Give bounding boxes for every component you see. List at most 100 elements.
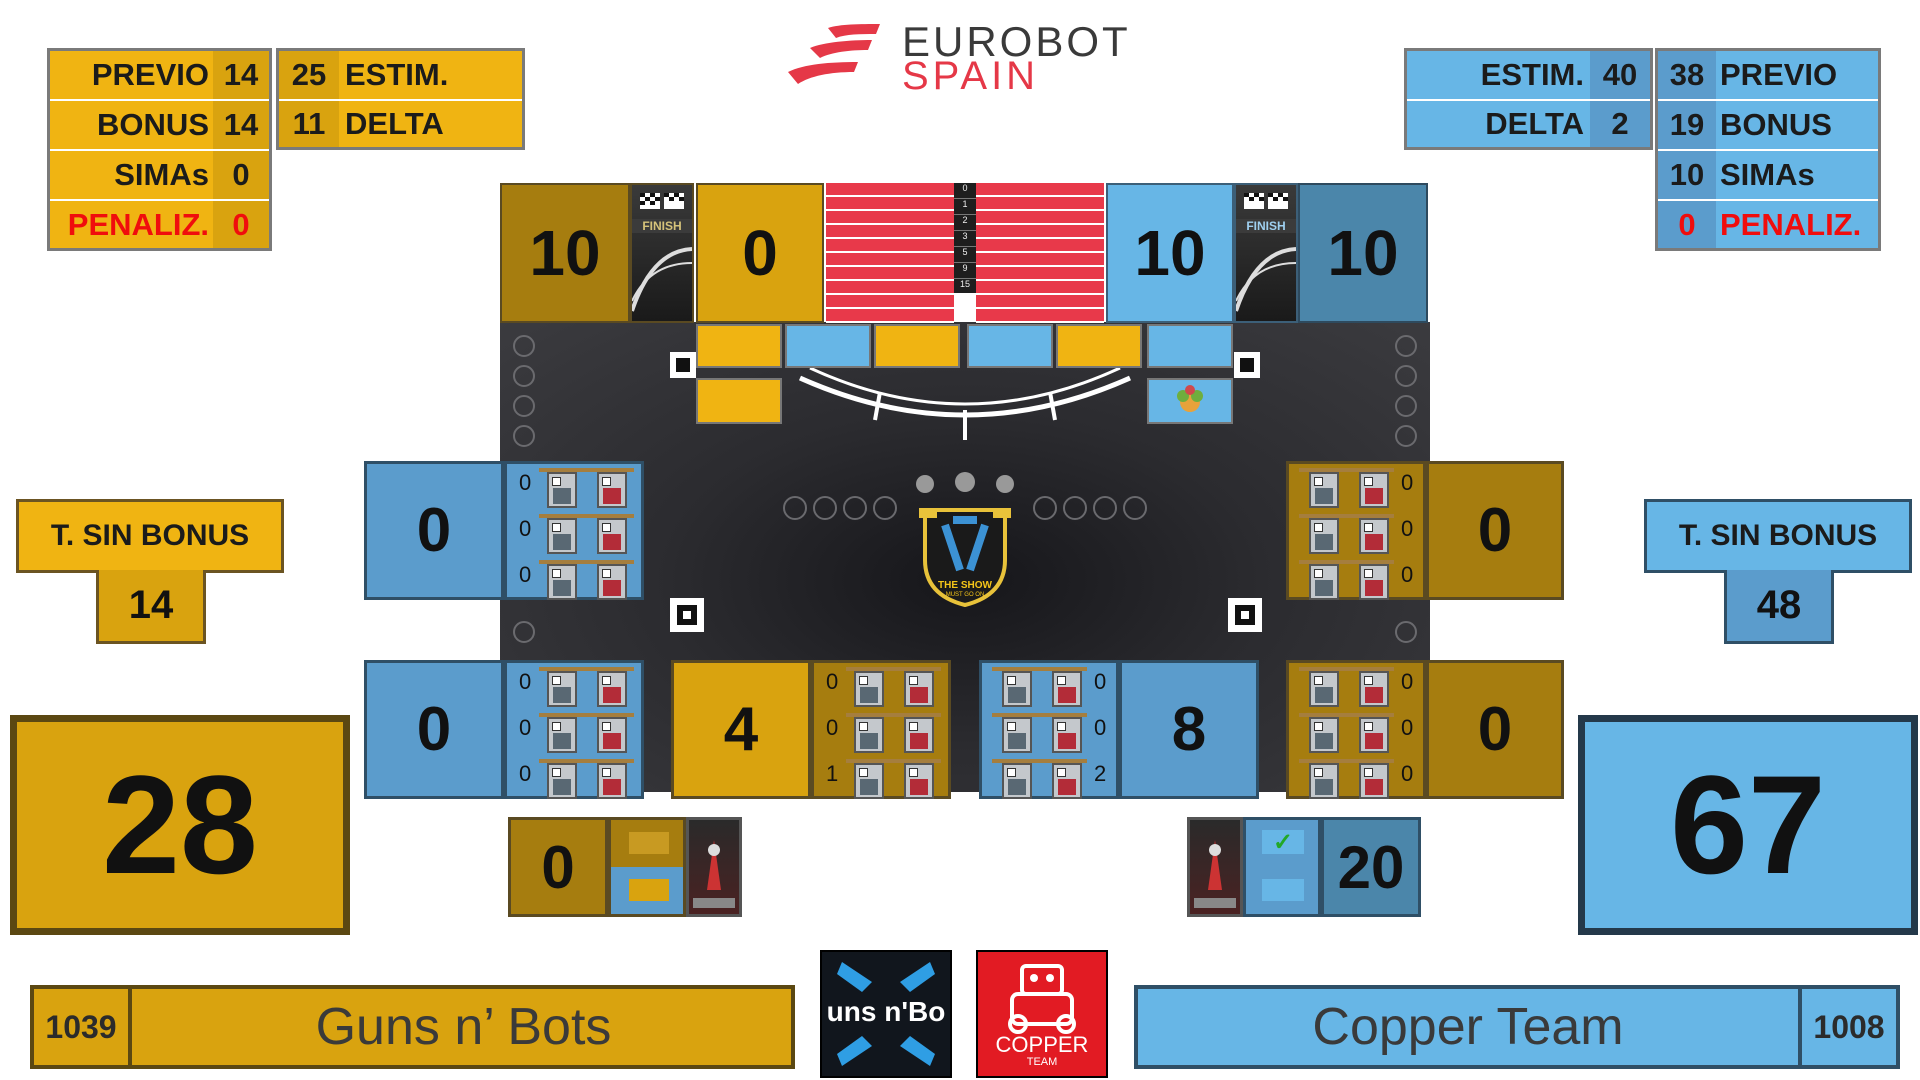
stack-icon: [854, 717, 884, 753]
right-penal-label: PENALIZ.: [1716, 201, 1878, 248]
left-tsin-label-box: T. SIN BONUS: [16, 499, 284, 573]
rack-count: 0: [519, 715, 532, 740]
right-estim-label: ESTIM.: [1407, 51, 1590, 99]
stack-icon: [547, 518, 577, 554]
ladder-step: 15: [959, 279, 970, 289]
stack-icon: [1359, 472, 1389, 508]
top-yellow-outer-score: 10: [500, 183, 630, 323]
bottom-right-poster-icon: [1187, 817, 1243, 917]
tile-yellow: [696, 324, 782, 368]
right-team-logo: COPPER TEAM: [976, 950, 1108, 1078]
rack-count: 0: [1401, 761, 1414, 786]
score-ladder: 0 1 2 3 5 9 15: [954, 183, 976, 293]
left-simas-value: 0: [213, 151, 269, 199]
zone-center-yellow-score: 4: [671, 660, 811, 799]
right-team-logo-text2: TEAM: [1026, 1056, 1058, 1068]
tile-blue: [1147, 324, 1233, 368]
stack-icon: [904, 671, 934, 707]
stack-icon: [597, 671, 627, 707]
tile-yellow: [1056, 324, 1142, 368]
left-team-name: Guns n’ Bots: [315, 998, 612, 1056]
rack-count: 1: [826, 761, 839, 786]
ladder-step: 3: [954, 231, 976, 247]
show-badge-icon: [916, 472, 1014, 608]
zone-center-blue-score: 8: [1119, 660, 1259, 799]
right-team-id: 1008: [1798, 989, 1896, 1065]
left-bonus-label: BONUS: [50, 101, 213, 149]
left-tsin-label: T. SIN BONUS: [50, 519, 250, 552]
zone-right-mid-racks: 0 0 0: [1286, 461, 1426, 600]
stack-icon: [904, 763, 934, 799]
rack-count: 0: [519, 761, 532, 786]
center-show-logo: THE SHOW MUST GO ON: [905, 470, 1025, 610]
stack-icon: [1052, 717, 1082, 753]
bottom-right-toggles: ✓: [1243, 817, 1321, 917]
show-line1: THE SHOW: [938, 580, 992, 591]
right-simas-label: SIMAs: [1716, 151, 1878, 199]
tile-blue: [967, 324, 1053, 368]
stack-icon: [1359, 763, 1389, 799]
eurobot-swoosh-icon: [788, 24, 880, 84]
left-team-logo: uns n'Bo: [820, 950, 952, 1078]
rack-count: 0: [1401, 715, 1414, 740]
finish-label-right: FINISH: [1236, 219, 1296, 233]
stack-icon: [1309, 717, 1339, 753]
field-markers-icon: [513, 335, 1417, 643]
zone-right-mid-score: 0: [1426, 461, 1564, 600]
stack-icon: [547, 564, 577, 600]
red-grid-left: [826, 183, 954, 323]
zone-left-low-racks: 0 0 0: [504, 660, 644, 799]
left-delta-value: 11: [279, 101, 339, 147]
left-team-id: 1039: [34, 989, 132, 1065]
right-estim-value: 40: [1590, 51, 1650, 99]
check-icon: ✓: [1272, 828, 1294, 856]
ladder-step: 5: [954, 247, 976, 263]
track-curve-icon: [1236, 247, 1296, 312]
right-tsin-label-box: T. SIN BONUS: [1644, 499, 1912, 573]
stack-icon: [1309, 518, 1339, 554]
track-curve-icon: [632, 247, 692, 312]
tile-yellow: [874, 324, 960, 368]
stack-icon: [1359, 717, 1389, 753]
top-yellow-inner-score: 0: [696, 183, 824, 323]
rack-count: 0: [1401, 669, 1414, 694]
stack-icon: [547, 763, 577, 799]
stack-icon: [547, 472, 577, 508]
right-tsin-value: 48: [1724, 570, 1834, 644]
plant-icon: [1177, 385, 1203, 412]
right-simas-value: 10: [1658, 151, 1716, 199]
stack-icon: [1359, 518, 1389, 554]
stack-icon: [1002, 717, 1032, 753]
stack-icon: [854, 763, 884, 799]
rack-count: 0: [1094, 669, 1107, 694]
right-delta-value: 2: [1590, 101, 1650, 147]
finish-flag-left: FINISH: [630, 183, 694, 323]
left-team-logo-text: uns n'Bo: [826, 996, 946, 1027]
zone-left-mid-score: 0: [364, 461, 504, 600]
ladder-step: 0: [954, 183, 976, 199]
right-bonus-label: BONUS: [1716, 101, 1878, 149]
bottom-left-score: 0: [508, 817, 608, 917]
rack-count: 0: [1094, 715, 1107, 740]
right-team-name: Copper Team: [1312, 998, 1624, 1056]
zone-left-low-score: 0: [364, 660, 504, 799]
zone-right-low-racks: 0 0 0: [1286, 660, 1426, 799]
left-penal-label: PENALIZ.: [50, 201, 213, 248]
top-blue-inner-score: 10: [1106, 183, 1234, 323]
checkered-flag-icon: [640, 193, 684, 209]
right-team-logo-text1: COPPER: [995, 1032, 1089, 1057]
stack-icon: [597, 518, 627, 554]
bottom-left-poster-icon: [686, 817, 742, 917]
stack-icon: [1309, 763, 1339, 799]
right-previo-value: 38: [1658, 51, 1716, 99]
zone-center-blue-racks: 0 0 2: [979, 660, 1119, 799]
left-delta-label: DELTA: [339, 101, 522, 147]
red-grid-right: [976, 183, 1104, 323]
stack-icon: [547, 717, 577, 753]
tile-plant: [1147, 378, 1233, 424]
stack-icon: [1002, 763, 1032, 799]
stack-icon: [597, 763, 627, 799]
right-bonus-value: 19: [1658, 101, 1716, 149]
rack-count: 0: [826, 669, 839, 694]
right-previo-label: PREVIO: [1716, 51, 1878, 99]
